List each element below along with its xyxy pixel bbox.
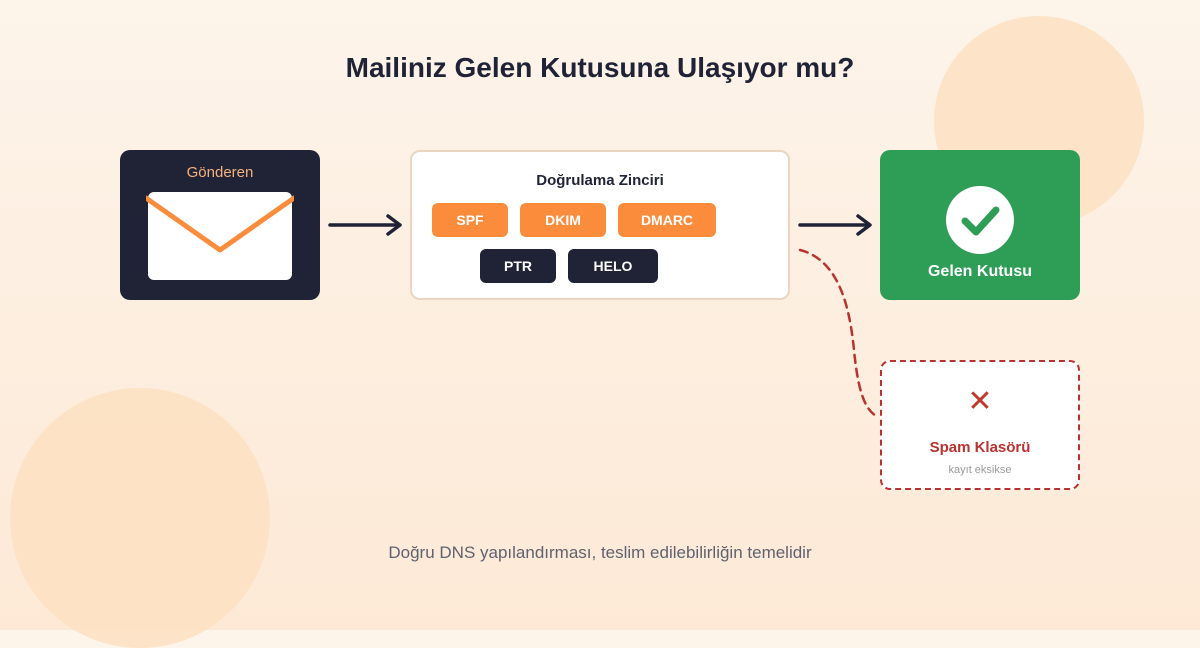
page-title: Mailiniz Gelen Kutusuna Ulaşıyor mu? xyxy=(345,52,855,83)
badge-dkim: DKIM xyxy=(520,203,606,237)
dashed-path-to-spam xyxy=(798,248,878,418)
verification-chain-box: Doğrulama Zinciri SPF DKIM DMARC PTR HEL… xyxy=(410,150,790,300)
inbox-box: Gelen Kutusu xyxy=(880,150,1080,300)
badge-spf: SPF xyxy=(432,203,508,237)
envelope-icon xyxy=(146,192,294,280)
inbox-label: Gelen Kutusu xyxy=(927,263,1032,280)
verification-chain-title: Doğrulama Zinciri xyxy=(536,172,664,189)
check-icon xyxy=(961,206,1000,236)
badge-dmarc: DMARC xyxy=(618,203,716,237)
decorative-circle-bottom-left xyxy=(10,388,270,648)
sender-box: Gönderen xyxy=(120,150,320,300)
arrow-right-icon xyxy=(798,214,872,236)
spam-folder-box: ✕ Spam Klasörü kayıt eksikse xyxy=(880,360,1080,490)
x-icon: ✕ xyxy=(967,385,993,418)
badge-ptr: PTR xyxy=(480,249,556,283)
spam-folder-subtitle: kayıt eksikse xyxy=(948,464,1012,476)
sender-label: Gönderen xyxy=(186,164,254,181)
badge-helo: HELO xyxy=(568,249,658,283)
footer-caption: Doğru DNS yapılandırması, teslim edilebi… xyxy=(388,543,812,562)
arrow-right-icon xyxy=(328,214,402,236)
check-circle xyxy=(946,186,1014,254)
spam-folder-title: Spam Klasörü xyxy=(929,439,1031,456)
